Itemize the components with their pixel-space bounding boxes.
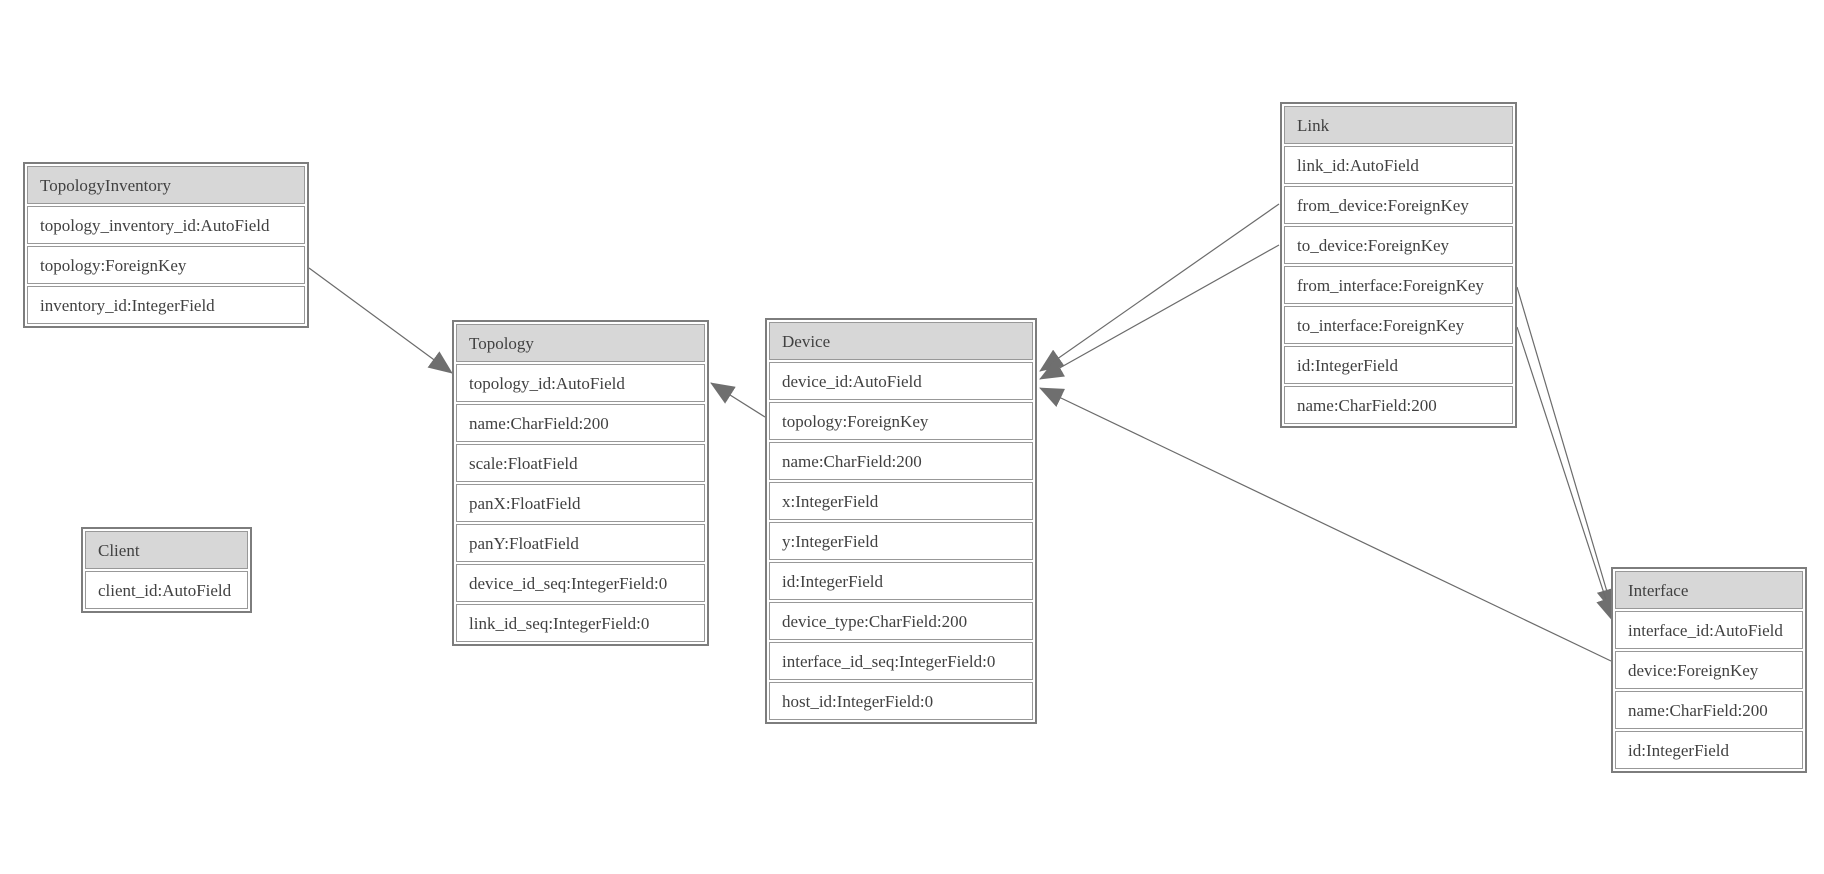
field-row: id:IntegerField bbox=[1284, 346, 1513, 384]
table-title-device: Device bbox=[769, 322, 1033, 360]
relation-interface-device bbox=[1039, 387, 1612, 662]
field-row: id:IntegerField bbox=[769, 562, 1033, 600]
field-row: panY:FloatField bbox=[456, 524, 705, 562]
field-row: device_id:AutoField bbox=[769, 362, 1033, 400]
field-row: interface_id:AutoField bbox=[1615, 611, 1803, 649]
field-row: from_device:ForeignKey bbox=[1284, 186, 1513, 224]
table-title-link: Link bbox=[1284, 106, 1513, 144]
field-row: host_id:IntegerField:0 bbox=[769, 682, 1033, 720]
table-title-client: Client bbox=[85, 531, 248, 569]
field-row: device_type:CharField:200 bbox=[769, 602, 1033, 640]
relation-link-from-device bbox=[1039, 203, 1280, 372]
table-title-topologyinventory: TopologyInventory bbox=[27, 166, 305, 204]
field-row: link_id_seq:IntegerField:0 bbox=[456, 604, 705, 642]
field-row: to_device:ForeignKey bbox=[1284, 226, 1513, 264]
field-row: y:IntegerField bbox=[769, 522, 1033, 560]
field-row: device_id_seq:IntegerField:0 bbox=[456, 564, 705, 602]
relation-device-topology bbox=[710, 382, 766, 418]
field-row: topology:ForeignKey bbox=[769, 402, 1033, 440]
field-row: client_id:AutoField bbox=[85, 571, 248, 609]
field-row: interface_id_seq:IntegerField:0 bbox=[769, 642, 1033, 680]
field-row: x:IntegerField bbox=[769, 482, 1033, 520]
field-row: name:CharField:200 bbox=[456, 404, 705, 442]
relation-link-from-interface bbox=[1516, 286, 1617, 613]
table-title-interface: Interface bbox=[1615, 571, 1803, 609]
field-row: link_id:AutoField bbox=[1284, 146, 1513, 184]
table-title-topology: Topology bbox=[456, 324, 705, 362]
field-row: inventory_id:IntegerField bbox=[27, 286, 305, 324]
field-row: name:CharField:200 bbox=[1284, 386, 1513, 424]
relation-link-to-interface bbox=[1516, 326, 1616, 622]
field-row: id:IntegerField bbox=[1615, 731, 1803, 769]
field-row: name:CharField:200 bbox=[769, 442, 1033, 480]
relation-link-to-device bbox=[1039, 244, 1280, 380]
field-row: scale:FloatField bbox=[456, 444, 705, 482]
relation-topologyinventory-topology bbox=[308, 267, 453, 374]
field-row: topology_id:AutoField bbox=[456, 364, 705, 402]
field-row: topology_inventory_id:AutoField bbox=[27, 206, 305, 244]
field-row: topology:ForeignKey bbox=[27, 246, 305, 284]
field-row: device:ForeignKey bbox=[1615, 651, 1803, 689]
field-row: from_interface:ForeignKey bbox=[1284, 266, 1513, 304]
field-row: panX:FloatField bbox=[456, 484, 705, 522]
field-row: name:CharField:200 bbox=[1615, 691, 1803, 729]
field-row: to_interface:ForeignKey bbox=[1284, 306, 1513, 344]
